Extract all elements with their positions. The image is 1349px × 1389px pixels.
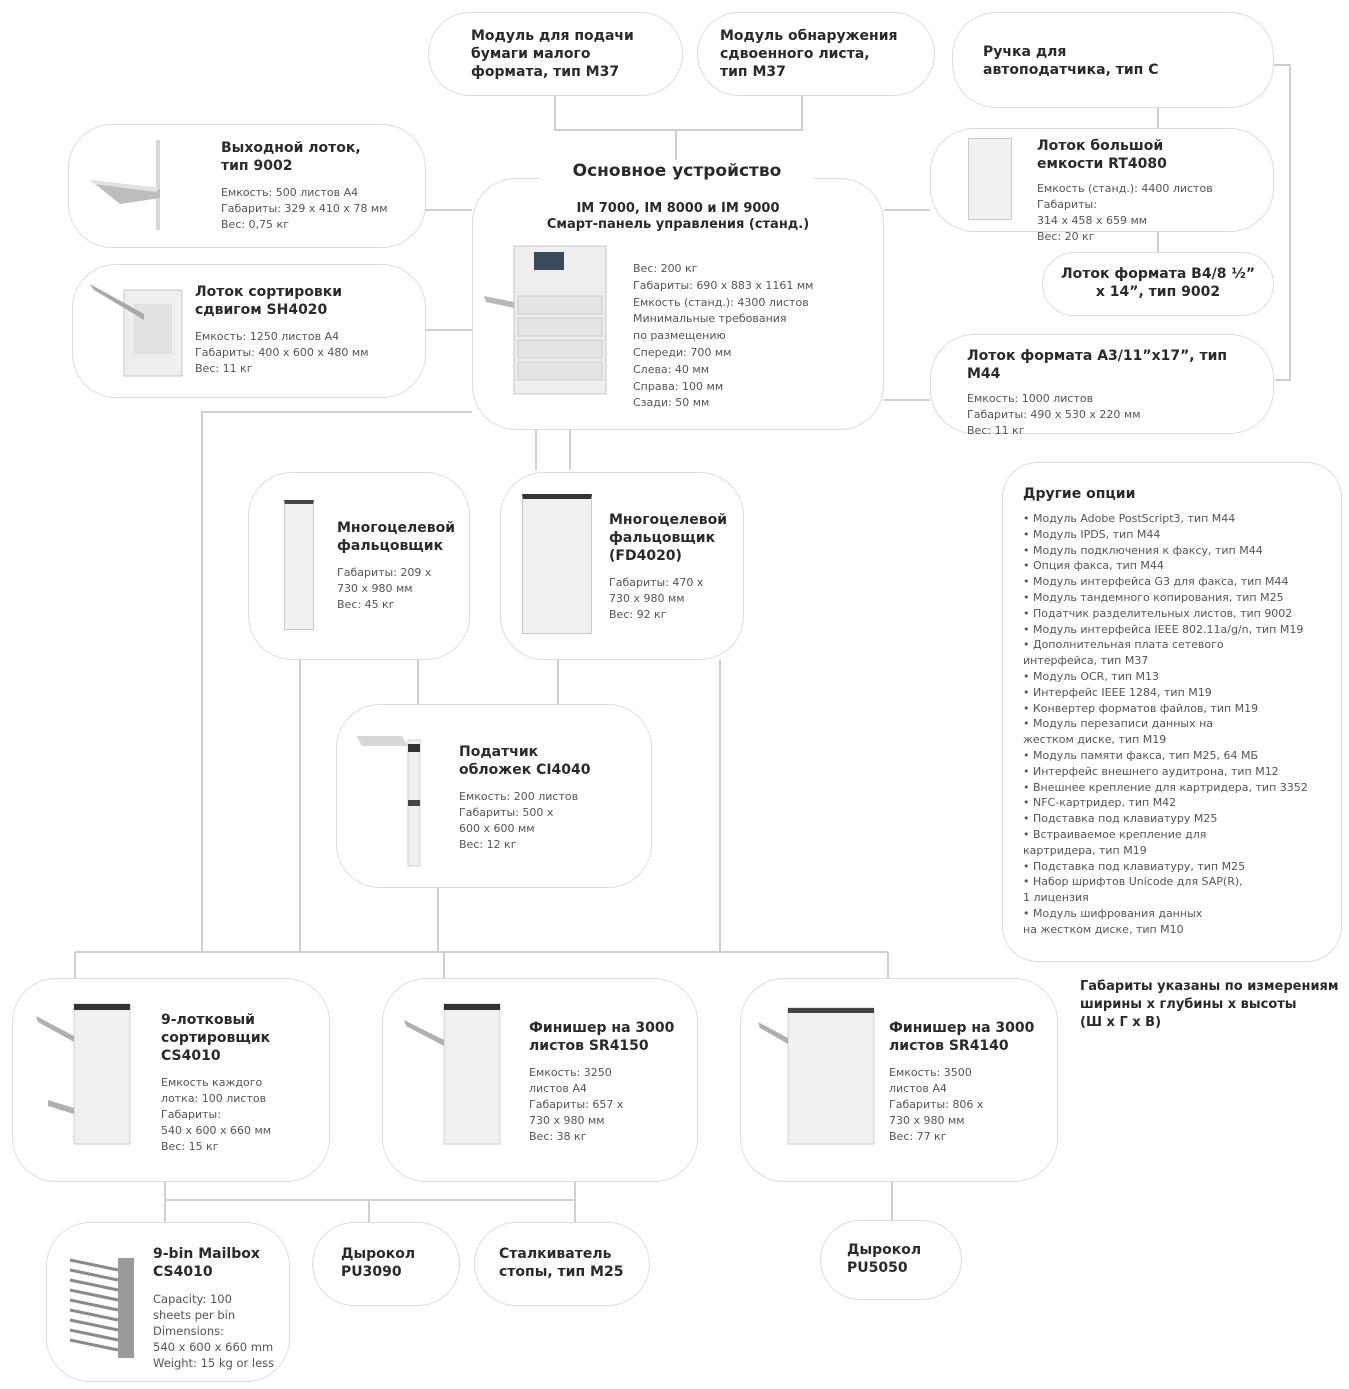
b4-tray-title: Лоток формата B4/8 ½” x 14”, тип 9002 [1060,266,1256,300]
lct-title: Лоток большой емкости RT4080 [1037,138,1167,172]
multi-folder-fd-specs: Габариты: 470 x 730 x 980 мм Вес: 92 кг [609,576,704,621]
a3-tray-title: Лоток формата A3/11”x17”, тип M44 [967,348,1228,382]
cover-interposer-image [356,730,426,870]
jogger-card: Сталкиватель стопы, тип M25 [474,1222,650,1306]
option-item: • Встраиваемое крепление для картридера,… [1023,827,1207,857]
finisher-sr4140-specs: Емкость: 3500 листов A4 Габариты: 806 x … [889,1066,984,1143]
option-item: • Модуль перезаписи данных на жестком ди… [1023,717,1214,747]
option-item: • Модуль Adobe PostScript3, тип M44 [1023,512,1236,525]
multi-folder-image [284,500,314,630]
a3-tray-card: Лоток формата A3/11”x17”, тип M44 Емкост… [930,334,1274,437]
punch-pu5050-title: Дырокол PU5050 [847,1242,922,1276]
multi-folder-card: Многоцелевой фальцовщик Габариты: 209 x … [248,472,470,660]
option-item: • Внешнее крепление для картридера, тип … [1023,780,1308,794]
shift-tray-specs: Емкость: 1250 листов A4 Габариты: 400 x … [195,330,369,375]
jogger-title: Сталкиватель стопы, тип M25 [499,1246,624,1280]
sorter-title: 9-лотковый сортировщик CS4010 [161,1012,271,1064]
cover-interposer-title: Податчик обложек CI4040 [459,744,591,778]
multi-folder-fd-title: Многоцелевой фальцовщик (FD4020) [609,512,728,564]
finisher-sr4150-title: Финишер на 3000 листов SR4150 [529,1020,675,1054]
multi-folder-fd-image [522,494,592,634]
option-item: • Интерфейс IEEE 1284, тип M19 [1023,685,1212,699]
option-item: • Модуль шифрования данных на жестком ди… [1023,906,1203,936]
option-item: • Модуль OCR, тип M13 [1023,669,1160,683]
module-small-paper: Модуль для подачи бумаги малого формата,… [428,12,683,96]
output-tray-specs: Емкость: 500 листов A4 Габариты: 329 x 4… [221,186,388,231]
module-handle-title: Ручка для автоподатчика, тип C [983,44,1159,78]
option-item: • Дополнительная плата сетевого интерфей… [1023,638,1224,668]
main-unit-specs: Вес: 200 кг Габариты: 690 x 883 x 1161 м… [633,262,814,410]
punch-pu5050-card: Дырокол PU5050 [820,1220,962,1300]
finisher-sr4140-image [758,1004,878,1148]
multi-folder-specs: Габариты: 209 x 730 x 980 мм Вес: 45 кг [337,566,432,611]
b4-tray-card: Лоток формата B4/8 ½” x 14”, тип 9002 [1042,252,1274,316]
option-item: • Податчик разделительных листов, тип 90… [1023,606,1293,620]
mailbox-specs: Capacity: 100 sheets per bin Dimensions:… [153,1292,275,1370]
main-unit-models: IM 7000, IM 8000 и IM 9000 Смарт-панель … [546,201,810,232]
option-item: • Модуль интерфейса G3 для факса, тип M4… [1023,575,1289,589]
module-small-paper-title: Модуль для подачи бумаги малого формата,… [471,28,634,80]
option-item: • Модуль тандемного копирования, тип M25 [1023,590,1284,604]
lct-image [968,138,1012,220]
output-tray-title: Выходной лоток, тип 9002 [221,140,361,174]
cover-interposer-specs: Емкость: 200 листов Габариты: 500 x 600 … [459,790,579,851]
option-item: • NFC-картридер, тип M42 [1023,796,1177,810]
module-double-feed: Модуль обнаружения сдвоенного листа, тип… [697,12,935,96]
sorter-specs: Емкость каждого лотка: 100 листов Габари… [161,1076,272,1153]
mailbox-title: 9-bin Mailbox CS4010 [153,1246,260,1280]
main-unit-image [484,240,614,400]
option-item: • Модуль интерфейса IEEE 802.11a/g/n, ти… [1023,622,1304,636]
finisher-sr4140-title: Финишер на 3000 листов SR4140 [889,1020,1035,1054]
option-item: • Интерфейс внешнего аудитрона, тип M12 [1023,764,1279,778]
finisher-sr4150-specs: Емкость: 3250 листов A4 Габариты: 657 x … [529,1066,624,1143]
option-item: • Подставка под клавиатуру, тип M25 [1023,859,1246,873]
multi-folder-fd-card: Многоцелевой фальцовщик (FD4020) Габарит… [500,472,744,660]
a3-tray-specs: Емкость: 1000 листов Габариты: 490 x 530… [967,392,1141,437]
lct-specs: Емкость (станд.): 4400 листов Габариты: … [1037,182,1213,243]
finisher-sr4150-image [402,1000,502,1150]
sorter-image [34,1000,134,1150]
punch-pu3090-card: Дырокол PU3090 [312,1222,460,1306]
option-item: • Модуль подключения к факсу, тип M44 [1023,543,1263,557]
option-item: • Модуль памяти факса, тип M25, 64 МБ [1023,748,1259,762]
option-item: • Модуль IPDS, тип M44 [1023,527,1161,541]
finisher-sr4150-card: Финишер на 3000 листов SR4150 Емкость: 3… [382,978,698,1182]
punch-pu3090-title: Дырокол PU3090 [341,1246,416,1280]
mailbox-image [66,1252,138,1362]
dimensions-note: Габариты указаны по измерениям ширины x … [1080,979,1339,1030]
option-item: • Конвертер форматов файлов, тип M19 [1023,701,1259,715]
main-unit-heading: Основное устройство [540,160,814,182]
multi-folder-title: Многоцелевой фальцовщик [337,520,456,554]
option-item: • Опция факса, тип M44 [1023,559,1164,573]
sorter-card: 9-лотковый сортировщик CS4010 Емкость ка… [12,978,330,1182]
other-options-card: Другие опции • Модуль Adobe PostScript3,… [1002,462,1342,962]
other-options-list: • Модуль Adobe PostScript3, тип M44 • Мод… [1023,511,1335,938]
shift-tray-title: Лоток сортировки сдвигом SH4020 [195,284,343,318]
module-handle: Ручка для автоподатчика, тип C [952,12,1274,108]
cover-interposer-card: Податчик обложек CI4040 Емкость: 200 лис… [336,704,652,888]
option-item: • Подставка под клавиатуру M25 [1023,812,1218,826]
shift-tray-image [90,280,186,380]
option-item: • Набор шрифтов Unicode для SAP(R), 1 ли… [1023,875,1243,905]
output-tray-image [90,140,170,230]
module-double-feed-title: Модуль обнаружения сдвоенного листа, тип… [720,28,898,80]
other-options-title: Другие опции [1023,486,1136,502]
